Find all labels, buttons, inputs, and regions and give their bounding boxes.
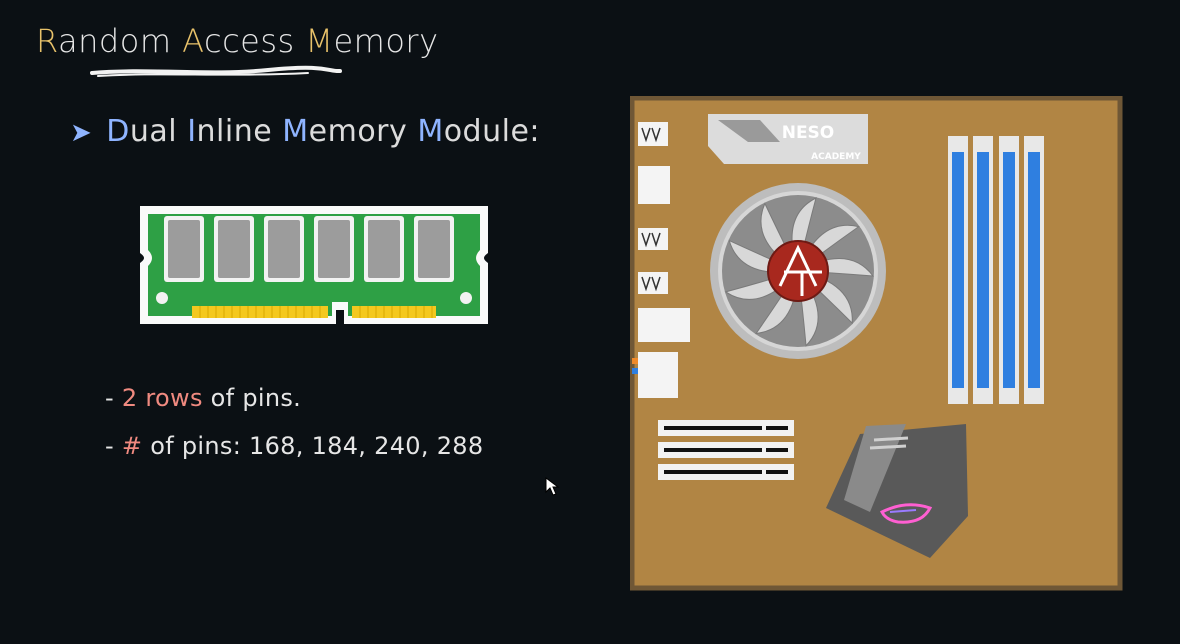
arrow-right-icon: ➤ xyxy=(70,118,93,148)
neso-academy-logo-plate: NESO ACADEMY xyxy=(708,114,868,164)
point-pin-counts: - # of pins: 168, 184, 240, 288 xyxy=(105,432,484,460)
slide-title: Random Access Memory xyxy=(36,22,439,60)
svg-text:NESO: NESO xyxy=(782,123,835,143)
dimm-heading: ➤Dual Inline Memory Module: xyxy=(70,114,541,149)
motherboard-illustration: NESO ACADEMY xyxy=(630,96,1123,591)
dimm-illustration xyxy=(140,206,488,324)
pcie-slots xyxy=(658,420,794,480)
title-underline xyxy=(90,65,342,77)
ram-slots xyxy=(948,136,1044,404)
chipset-heatsink xyxy=(826,424,968,558)
mouse-pointer-icon xyxy=(545,477,560,496)
cpu-fan xyxy=(710,183,886,359)
point-rows-of-pins: - 2 rows of pins. xyxy=(105,384,302,412)
io-ports xyxy=(632,122,690,398)
svg-text:ACADEMY: ACADEMY xyxy=(811,152,861,162)
